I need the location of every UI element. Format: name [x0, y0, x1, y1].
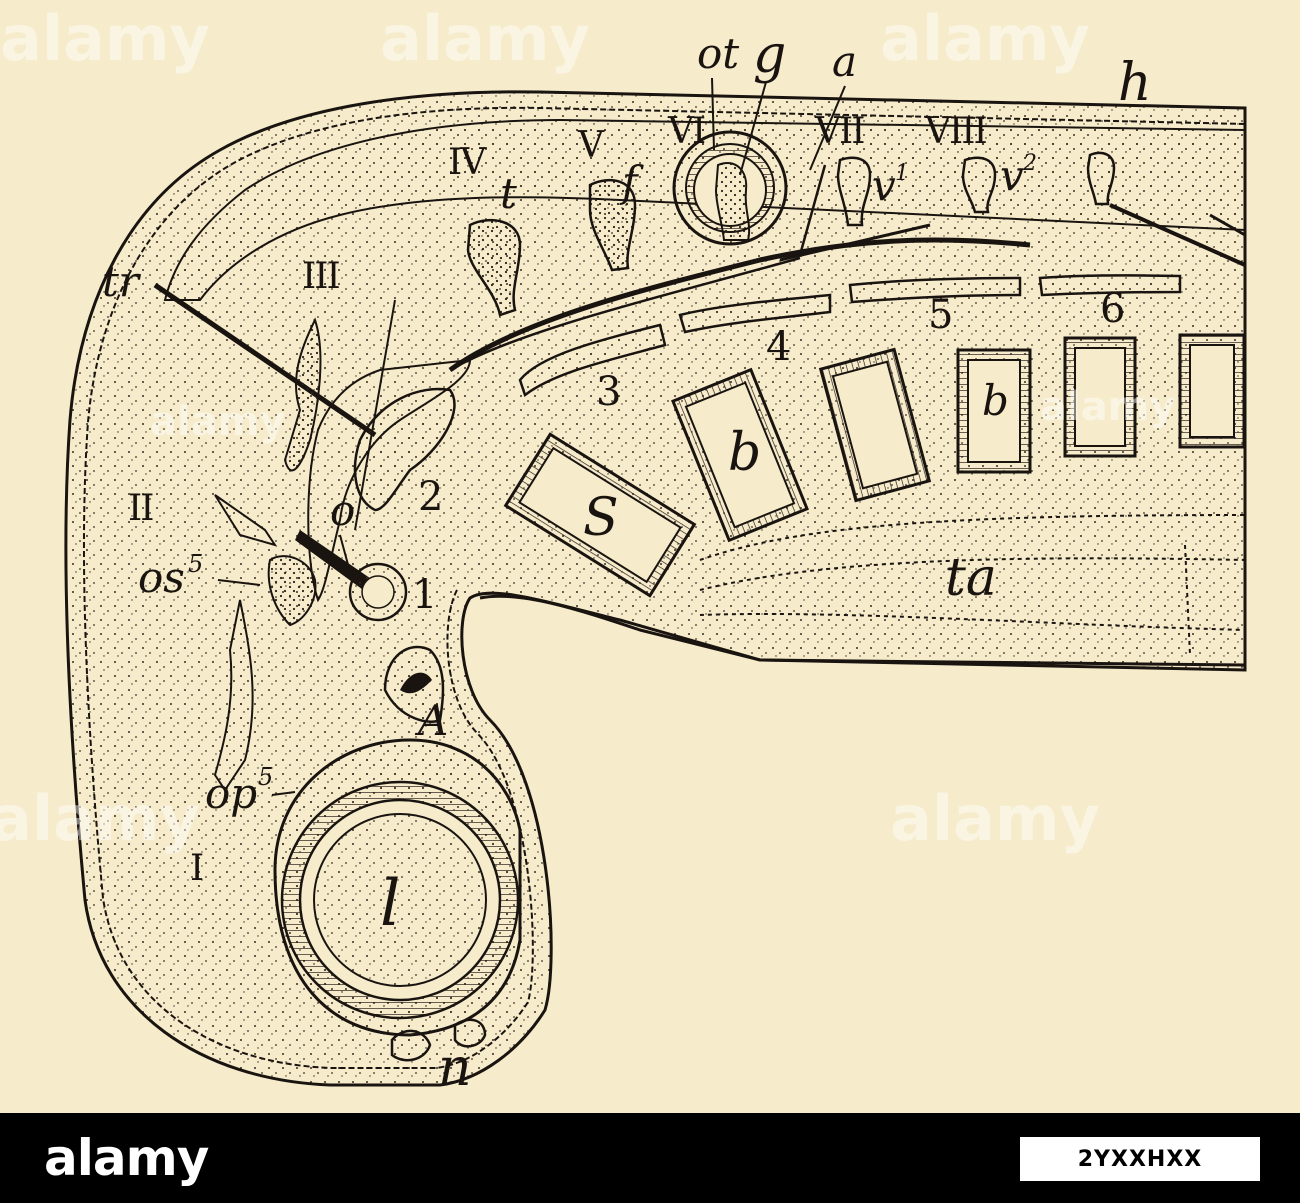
label-op5: op	[205, 769, 257, 818]
label-ot: ot	[697, 29, 739, 78]
otocyst	[672, 130, 788, 246]
label-os5: os	[138, 553, 185, 602]
label-I: I	[190, 848, 203, 889]
label-v2-sup: 2	[1022, 151, 1037, 176]
svg-text:alamy: alamy	[890, 782, 1100, 855]
label-a: a	[832, 37, 857, 86]
label-VII: VII	[814, 111, 864, 152]
footer-bar: alamy 2YXXHXX	[0, 1113, 1300, 1203]
pharyngeal-arch-2	[307, 358, 472, 603]
label-S: S	[583, 488, 619, 548]
figure-labels: ot g a h IV V VI VII VIII t f v 1 v 2 tr…	[102, 25, 1152, 1098]
label-3: 3	[596, 369, 619, 415]
label-h-top: h	[1118, 53, 1152, 113]
label-t: t	[500, 169, 517, 218]
atrium	[383, 645, 445, 723]
label-os5-sup: 5	[188, 550, 203, 578]
label-VI: VI	[667, 111, 705, 152]
eye	[273, 738, 522, 1037]
label-IV: IV	[448, 142, 487, 183]
label-6: 6	[1100, 286, 1123, 332]
label-VIII: VIII	[924, 111, 986, 152]
nerve-lines	[153, 164, 1246, 531]
nasal-pit	[390, 1018, 487, 1062]
label-g: g	[753, 25, 786, 85]
label-1: 1	[412, 572, 435, 618]
label-o: o	[330, 486, 355, 535]
label-v2: v	[1000, 151, 1024, 200]
oculomotor-nerve	[295, 530, 408, 622]
svg-text:alamy: alamy	[0, 782, 200, 855]
svg-text:alamy: alamy	[150, 399, 285, 445]
svg-text:alamy: alamy	[380, 2, 590, 75]
label-ta: ta	[945, 548, 997, 608]
watermark: alamy alamy alamy alamy alamy alamy alam…	[0, 2, 1175, 855]
cranial-ganglia	[466, 151, 1116, 317]
label-A: A	[414, 696, 448, 745]
label-v1-sup: 1	[895, 161, 909, 186]
truncus-arteriosus	[479, 514, 1246, 667]
embryo-section-drawing: ot g a h IV V VI VII VIII t f v 1 v 2 tr…	[0, 2, 1247, 1098]
label-b-2: b	[982, 376, 1009, 425]
image-id-badge: 2YXXHXX	[1020, 1137, 1260, 1181]
label-2: 2	[418, 474, 441, 520]
svg-text:alamy: alamy	[0, 2, 210, 75]
label-op5-sup: 5	[258, 763, 273, 791]
figure-plate: ot g a h IV V VI VII VIII t f v 1 v 2 tr…	[0, 0, 1300, 1113]
label-V: V	[577, 125, 605, 166]
label-4: 4	[766, 324, 790, 370]
label-n: n	[438, 1038, 472, 1098]
label-III: III	[302, 256, 339, 297]
pharyngeal-pouches	[518, 274, 1182, 398]
label-v1: v	[872, 161, 896, 210]
brand-logo: alamy	[44, 1129, 209, 1187]
svg-text:alamy: alamy	[880, 2, 1090, 75]
branchial-clefts	[503, 333, 1246, 598]
label-l: l	[380, 867, 400, 941]
svg-text:alamy: alamy	[1040, 384, 1175, 430]
brand-name: alamy	[44, 1129, 209, 1187]
label-5: 5	[928, 292, 951, 338]
label-II: II	[128, 488, 153, 529]
label-tr: tr	[102, 257, 142, 306]
trigeminal-structures	[213, 317, 322, 792]
label-b-1: b	[728, 423, 761, 483]
